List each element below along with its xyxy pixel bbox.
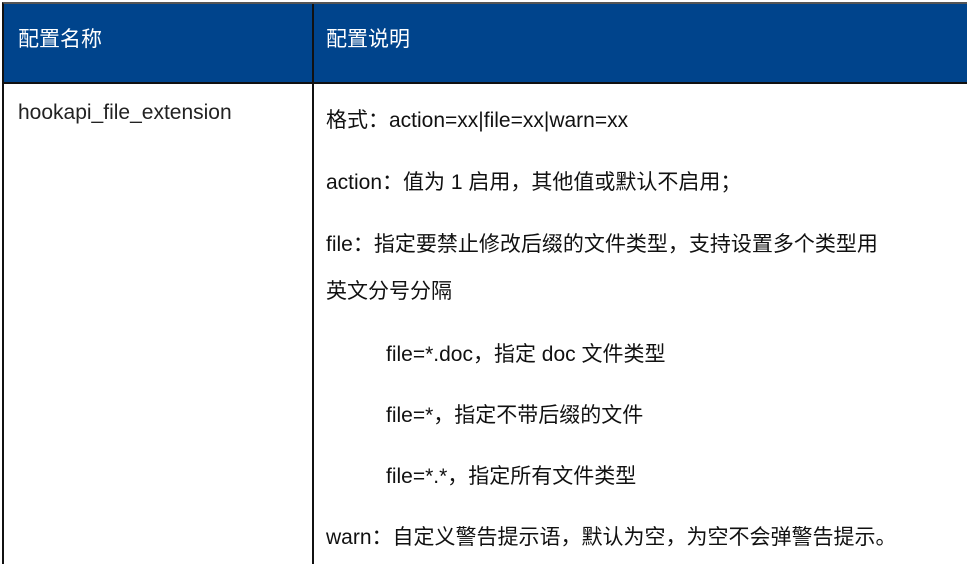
desc-file-cont: 英文分号分隔 (326, 280, 452, 303)
header-config-description: 配置说明 (326, 28, 410, 51)
desc-file: file：指定要禁止修改后缀的文件类型，支持设置多个类型用 (326, 233, 878, 256)
table-header: 配置名称 配置说明 (4, 4, 967, 84)
desc-example-nosuffix: file=*，指定不带后缀的文件 (386, 404, 644, 427)
desc-action: action：值为 1 启用，其他值或默认不启用； (326, 171, 742, 194)
config-name-cell: hookapi_file_extension (18, 101, 232, 124)
desc-format: 格式：action=xx|file=xx|warn=xx (326, 109, 629, 132)
column-divider (312, 4, 314, 564)
header-config-name: 配置名称 (18, 28, 102, 51)
desc-example-all: file=*.*，指定所有文件类型 (386, 465, 637, 488)
desc-example-doc: file=*.doc，指定 doc 文件类型 (386, 343, 666, 366)
desc-warn: warn：自定义警告提示语，默认为空，为空不会弹警告提示。 (326, 526, 897, 549)
